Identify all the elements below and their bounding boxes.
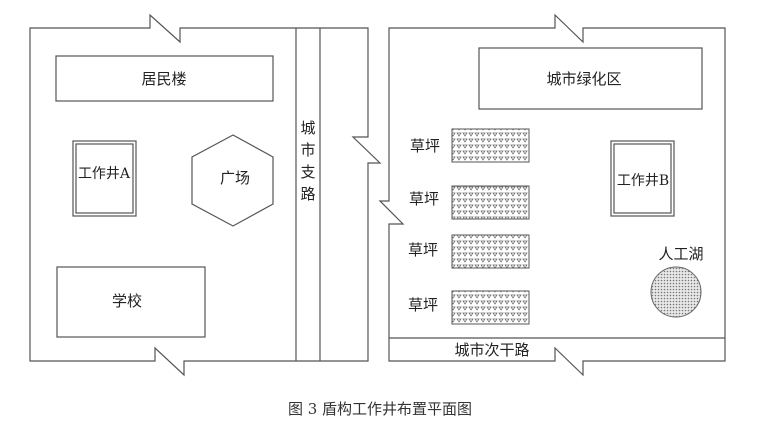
school-label: 学校 (112, 292, 142, 310)
left-block-boundary (29, 13, 382, 377)
lawn-label: 草坪 (408, 296, 438, 314)
plaza (191, 134, 274, 227)
shaft-a-label: 工作井A (78, 166, 131, 182)
city-green-area (478, 47, 703, 110)
lawn (451, 290, 530, 325)
lawn (451, 185, 530, 220)
right-block-boundary (378, 13, 726, 377)
branch-road-char: 路 (300, 185, 315, 203)
residential-building (55, 55, 274, 102)
shaft-a-inner (75, 143, 134, 214)
school (56, 266, 206, 338)
branch-road-char: 支 (300, 163, 315, 181)
branch-road-char: 城 (300, 119, 315, 137)
figure-caption: 图 3 盾构工作井布置平面图 (288, 400, 472, 418)
shaft-b (610, 140, 675, 217)
green-area-label: 城市绿化区 (546, 70, 621, 88)
artificial-lake (650, 266, 702, 318)
secondary-road-label: 城市次干路 (454, 341, 529, 359)
branch-road-char: 市 (300, 141, 315, 159)
lawn (451, 234, 530, 269)
shaft-b-inner (613, 143, 672, 214)
residential-label: 居民楼 (141, 70, 186, 88)
lake-label: 人工湖 (658, 245, 703, 263)
plaza-label: 广场 (220, 169, 250, 187)
shaft-a (72, 140, 137, 217)
branch-road-label: 城 市 支 路 (300, 119, 315, 203)
lawn-label: 草坪 (410, 137, 440, 155)
shaft-b-label: 工作井B (617, 173, 669, 189)
lawn-label: 草坪 (408, 241, 438, 259)
lawn (451, 128, 530, 163)
lawn-label: 草坪 (409, 190, 439, 208)
